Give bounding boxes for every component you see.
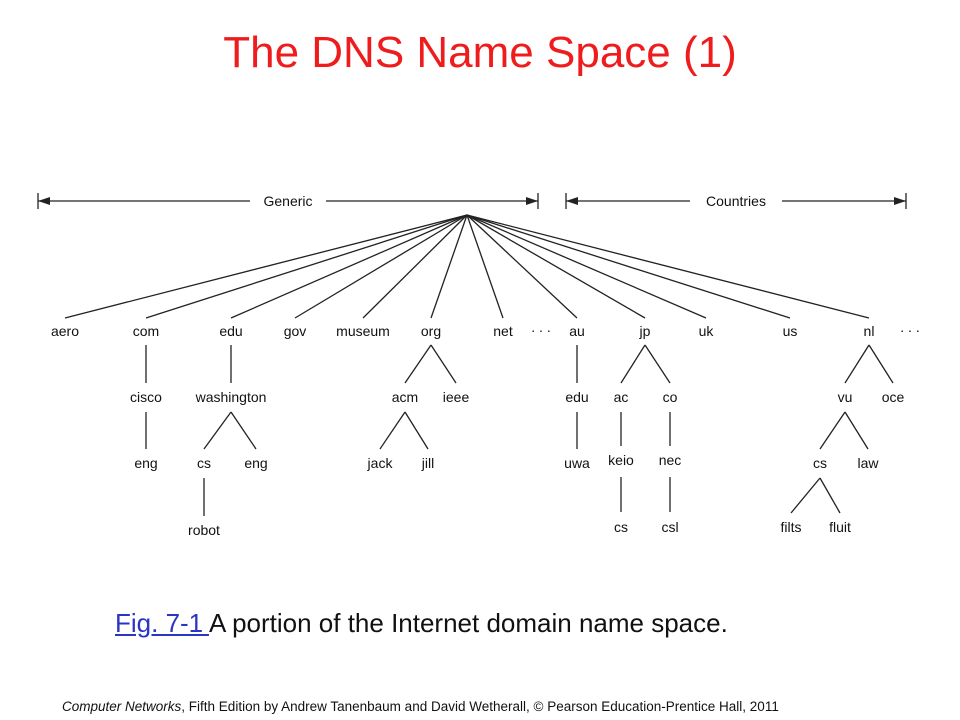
countries-ellipsis: . . . bbox=[900, 319, 919, 335]
node-org: org bbox=[421, 323, 441, 339]
node-co: co bbox=[663, 389, 678, 405]
node-us: us bbox=[783, 323, 798, 339]
countries-range-bracket: Countries bbox=[565, 193, 907, 209]
node-vu-cs: cs bbox=[813, 455, 827, 471]
node-uk: uk bbox=[699, 323, 715, 339]
node-robot: robot bbox=[188, 522, 220, 538]
node-gov: gov bbox=[284, 323, 307, 339]
node-vu: vu bbox=[838, 389, 853, 405]
node-au-edu: edu bbox=[565, 389, 588, 405]
node-cisco-eng: eng bbox=[134, 455, 157, 471]
node-fluit: fluit bbox=[829, 519, 851, 535]
root-edges bbox=[64, 214, 870, 319]
node-jp: jp bbox=[639, 323, 651, 339]
node-cisco: cisco bbox=[130, 389, 162, 405]
node-washington-cs: cs bbox=[197, 455, 211, 471]
node-jack: jack bbox=[367, 455, 394, 471]
node-jill: jill bbox=[421, 455, 434, 471]
node-law: law bbox=[857, 455, 879, 471]
node-oce: oce bbox=[882, 389, 905, 405]
figure-caption: Fig. 7-1 A portion of the Internet domai… bbox=[115, 608, 728, 639]
generic-label: Generic bbox=[263, 193, 312, 209]
node-com: com bbox=[133, 323, 159, 339]
node-au: au bbox=[569, 323, 585, 339]
footer-citation: Computer Networks, Fifth Edition by Andr… bbox=[62, 699, 779, 714]
node-museum: museum bbox=[336, 323, 390, 339]
node-washington-eng: eng bbox=[244, 455, 267, 471]
citation-text: , Fifth Edition by Andrew Tanenbaum and … bbox=[181, 699, 779, 714]
node-edu: edu bbox=[219, 323, 242, 339]
book-title: Computer Networks bbox=[62, 699, 182, 714]
node-ac: ac bbox=[614, 389, 629, 405]
node-keio: keio bbox=[608, 452, 634, 468]
node-csl: csl bbox=[661, 519, 678, 535]
node-washington: washington bbox=[195, 389, 267, 405]
node-nec: nec bbox=[659, 452, 682, 468]
figure-link[interactable]: Fig. 7-1 bbox=[115, 608, 209, 638]
node-ieee: ieee bbox=[443, 389, 470, 405]
node-filts: filts bbox=[781, 519, 802, 535]
caption-text: A portion of the Internet domain name sp… bbox=[208, 608, 728, 638]
countries-label: Countries bbox=[706, 193, 766, 209]
dns-name-space-tree: Generic Countries bbox=[37, 193, 920, 538]
node-acm: acm bbox=[392, 389, 418, 405]
generic-ellipsis: . . . bbox=[531, 319, 550, 335]
node-uwa: uwa bbox=[564, 455, 590, 471]
node-labels: aero com edu gov museum org net . . . au… bbox=[51, 319, 920, 538]
slide-title: The DNS Name Space (1) bbox=[223, 28, 737, 77]
node-net: net bbox=[493, 323, 513, 339]
node-nl: nl bbox=[864, 323, 875, 339]
subtree-edges bbox=[145, 344, 894, 516]
node-keio-cs: cs bbox=[614, 519, 628, 535]
generic-range-bracket: Generic bbox=[37, 193, 539, 209]
node-aero: aero bbox=[51, 323, 79, 339]
